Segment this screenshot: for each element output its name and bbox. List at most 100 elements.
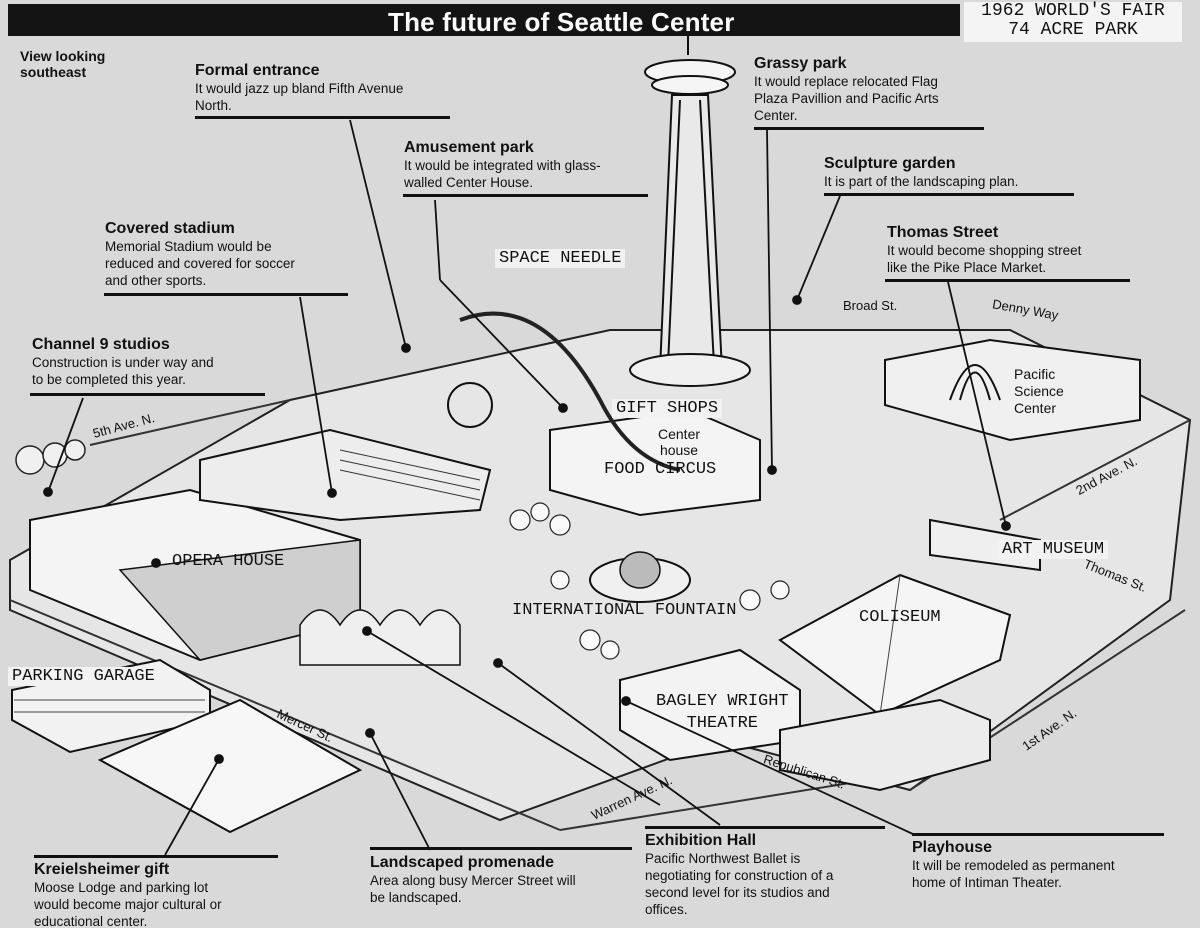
stadium-structure [199,428,492,522]
callout-channel-9: Channel 9 studios Construction is under … [32,336,214,388]
callout-text: second level for its studios and [645,885,830,900]
callout-underline [403,194,648,197]
space-needle-tower [629,30,751,387]
callout-title: Channel 9 studios [32,336,170,353]
callout-formal-entrance: Formal entrance It would jazz up bland F… [195,62,403,114]
callout-underline [912,833,1164,836]
view-note-line-1: View looking [20,48,106,64]
label-center-house-line-1: Center [658,426,701,442]
label-art-museum: ART MUSEUM [998,540,1109,559]
callout-text: It would become shopping street [887,243,1082,258]
science-center-arches [949,364,1001,401]
callout-grassy-park: Grassy park It would replace relocated F… [754,55,939,124]
label-science-line-2: Science [1014,383,1064,399]
callout-text: be landscaped. [370,890,462,905]
page-title: The future of Seattle Center [388,7,735,37]
callout-covered-stadium: Covered stadium Memorial Stadium would b… [105,220,295,289]
label-bagley-line-2: THEATRE [686,714,759,733]
callout-title: Sculpture garden [824,155,956,172]
callout-text: North. [195,98,232,113]
callout-text: Memorial Stadium would be [105,239,272,254]
callout-underline [104,293,348,296]
callout-text: to be completed this year. [32,372,186,387]
stamp-line-1: 1962 WORLD'S FAIR [981,1,1165,21]
label-opera-house: OPERA HOUSE [172,552,285,571]
callout-title: Formal entrance [195,62,320,79]
callout-underline [645,826,885,829]
trees-left [15,439,86,475]
callout-title: Covered stadium [105,220,235,237]
callout-text: walled Center House. [404,175,534,190]
coliseum-roof [778,573,1012,717]
callout-underline [195,116,450,119]
callout-title: Exhibition Hall [645,832,757,849]
callout-text: It would jazz up bland Fifth Avenue [195,81,404,96]
label-gift-shops: GIFT SHOPS [612,399,723,418]
mercer-street-line [9,599,561,831]
callout-title: Playhouse [912,839,993,856]
callout-sculpture-garden: Sculpture garden It is part of the lands… [824,155,1018,190]
callout-underline [34,855,278,858]
view-note-line-2: southeast [20,64,87,80]
callout-text: Center. [754,108,798,123]
label-science-line-1: Pacific [1014,366,1056,382]
science-center-buildings [884,338,1141,442]
stamp-line-2: 74 ACRE PARK [1008,20,1138,40]
callout-text: and other sports. [105,273,207,288]
coliseum-ridge [879,574,901,716]
callout-amusement-park: Amusement park It would be integrated wi… [404,139,601,191]
callout-text: It would be integrated with glass- [404,158,601,173]
stadium-seats [339,449,481,501]
callout-thomas-street: Thomas Street It would become shopping s… [887,224,1081,276]
callout-underline [824,193,1074,196]
label-international-fountain: INTERNATIONAL FOUNTAIN [512,601,737,620]
fifth-avenue-line [89,399,291,446]
callout-text: educational center. [34,914,148,928]
callout-title: Grassy park [754,55,847,72]
view-note: View looking southeast [20,48,105,80]
callout-underline [754,127,984,130]
label-pacific-science-center: Pacific Science Center [1014,366,1064,417]
ferris-wheel [447,382,493,428]
label-coliseum: COLISEUM [859,608,941,627]
playhouse-building [779,698,991,792]
title-bar: The future of Seattle Center [8,4,960,37]
exhibition-hall-vaults [299,609,461,666]
callout-text: negotiating for construction of a [645,868,834,883]
callout-playhouse: Playhouse It will be remodeled as perman… [912,839,1115,891]
trees-center [509,502,790,660]
label-center-house-line-2: house [659,442,699,458]
callout-text: It would replace relocated Flag [754,74,938,89]
callout-kreielsheimer: Kreielsheimer gift Moose Lodge and parki… [34,861,222,928]
callout-underline [30,393,265,396]
parking-garage-floors [14,699,205,713]
label-center-house: Center house [658,426,700,458]
callout-title: Amusement park [404,139,534,156]
callout-underline [370,847,632,850]
callout-landscaped-promenade: Landscaped promenade Area along busy Mer… [370,854,576,906]
label-bagley-wright: BAGLEY WRIGHT THEATRE [652,691,793,735]
kreielsheimer-lot [97,698,363,834]
callout-text: Construction is under way and [32,355,214,370]
label-space-needle: SPACE NEEDLE [495,249,626,268]
callout-text: home of Intiman Theater. [912,875,1062,890]
monorail-track [459,311,681,472]
street-broad: Broad St. [843,298,898,313]
callout-text: Area along busy Mercer Street will [370,873,576,888]
callout-text: offices. [645,902,688,917]
callout-text: like the Pike Place Market. [887,260,1047,275]
callout-underline [885,279,1130,282]
label-parking-garage: PARKING GARAGE [8,667,159,686]
second-avenue-line [999,419,1191,521]
leader-lines [43,119,1011,856]
callout-text: Plaza Pavillion and Pacific Arts [754,91,939,106]
callout-title: Thomas Street [887,224,999,241]
label-bagley-line-1: BAGLEY WRIGHT [656,692,789,711]
callout-text: would become major cultural or [34,897,222,912]
callout-text: It is part of the landscaping plan. [824,174,1019,189]
callout-text: It will be remodeled as permanent [912,858,1115,873]
callout-exhibition-hall: Exhibition Hall Pacific Northwest Ballet… [645,832,833,918]
callout-text: Pacific Northwest Ballet is [645,851,801,866]
